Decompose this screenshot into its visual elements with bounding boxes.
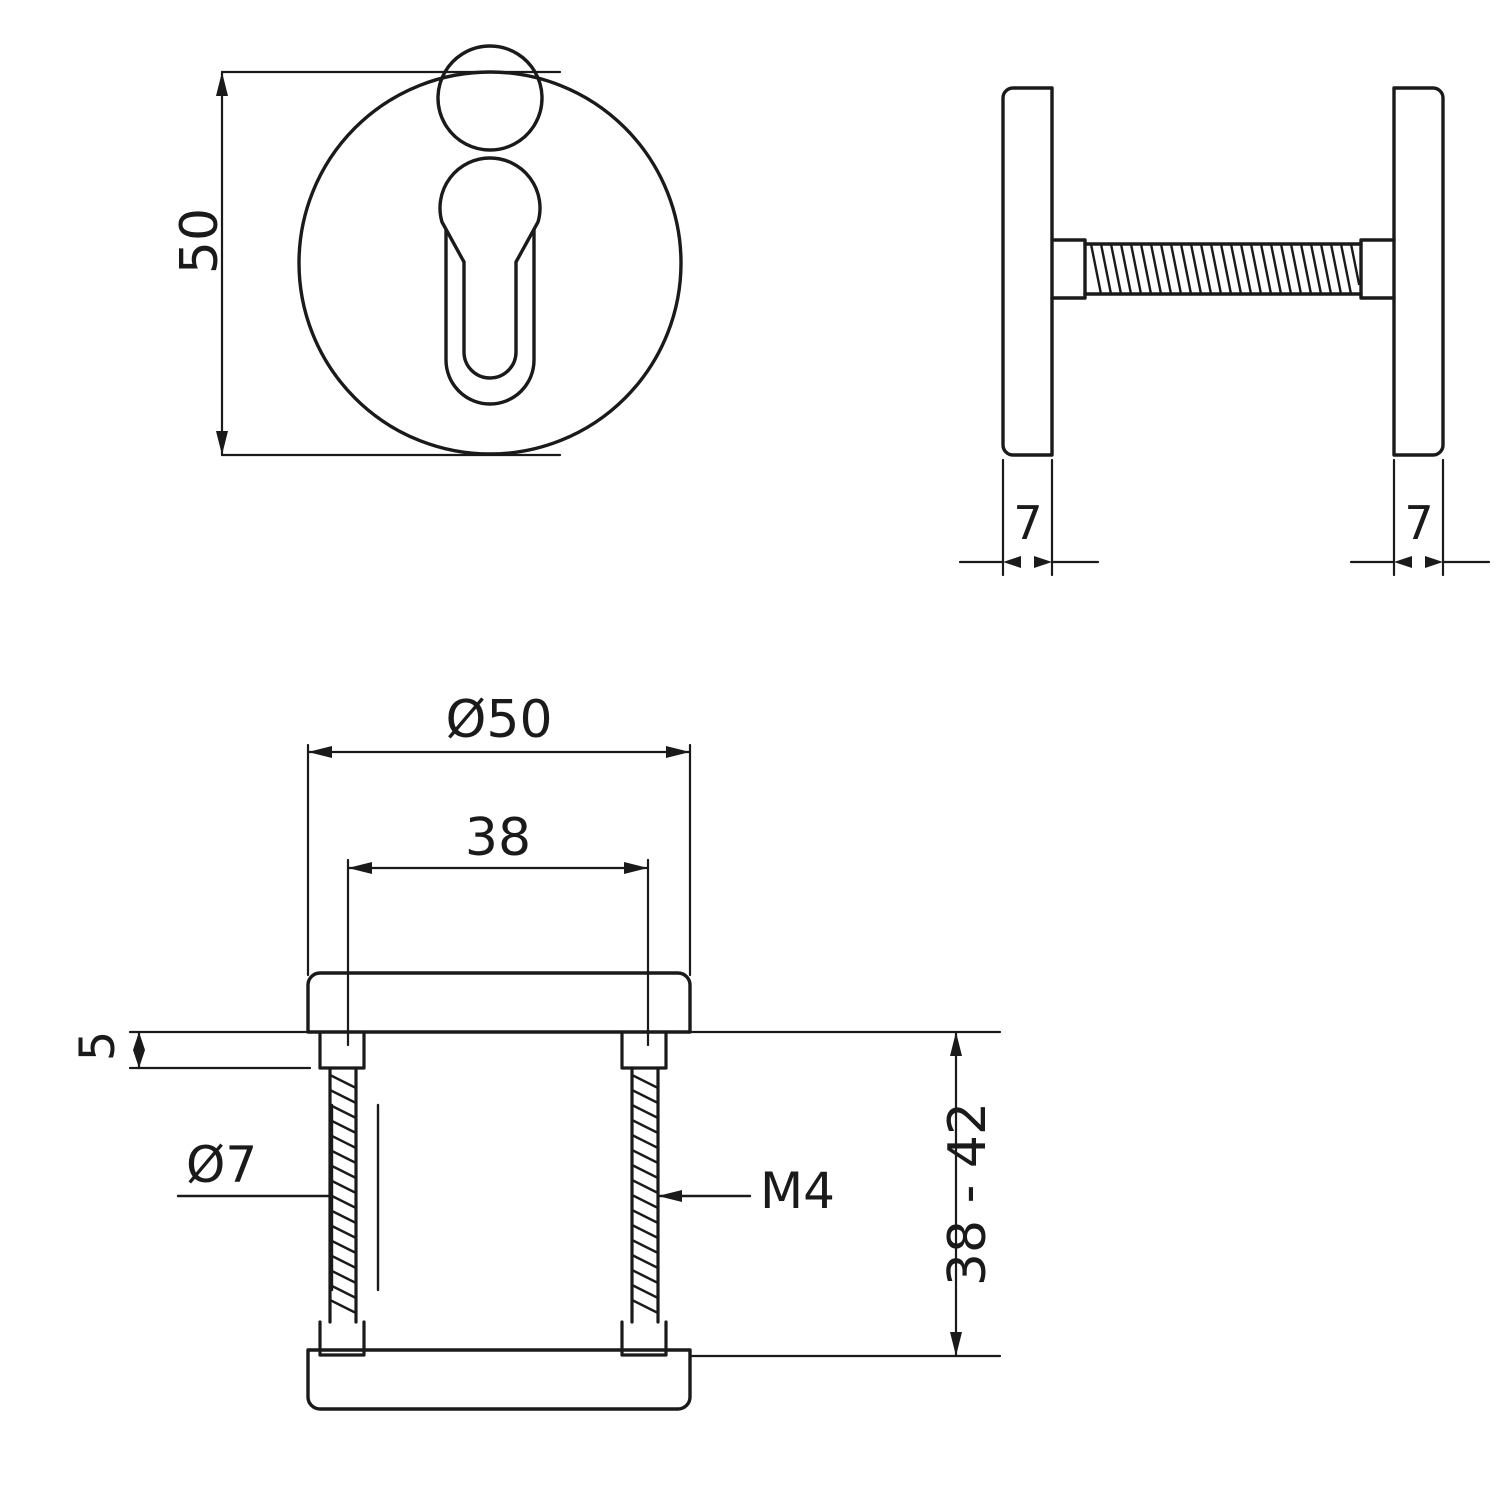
- section-diameter-label: Ø50: [445, 690, 553, 750]
- keyhole-body: [444, 184, 536, 406]
- side-right-thickness-label: 7: [1404, 496, 1434, 550]
- front-height-label: 50: [170, 207, 230, 275]
- section-bottom-plate: [306, 1348, 692, 1411]
- section-thickness-dimension: [128, 1030, 312, 1070]
- section-length-range-label: 38 - 42: [938, 1101, 998, 1287]
- side-left-dimension: [958, 458, 1100, 577]
- section-diameter-dimension: [306, 743, 692, 977]
- section-top-plate: [306, 971, 692, 1034]
- section-hole-leader: [176, 1103, 380, 1292]
- side-left-thickness-label: 7: [1013, 496, 1043, 550]
- section-hole-diameter-label: Ø7: [186, 1136, 258, 1194]
- euro-keyhole-outline: [438, 156, 542, 380]
- section-thread-label: M4: [760, 1162, 835, 1220]
- section-spacing-dimension: [346, 858, 650, 1047]
- section-spacing-label: 38: [464, 808, 532, 868]
- front-view-arrowheads: [216, 72, 228, 455]
- side-view-thread: [1089, 242, 1361, 296]
- section-right-thread: [630, 1073, 660, 1315]
- section-plate-thickness-label: 5: [70, 1030, 126, 1062]
- section-length-dimension: [690, 1030, 1002, 1358]
- side-right-dimension: [1349, 458, 1491, 577]
- side-view-geometry: [1001, 86, 1445, 457]
- keyhole-top-circle: [436, 44, 544, 152]
- front-rosette-outline: [297, 70, 683, 456]
- section-left-thread: [328, 1073, 358, 1315]
